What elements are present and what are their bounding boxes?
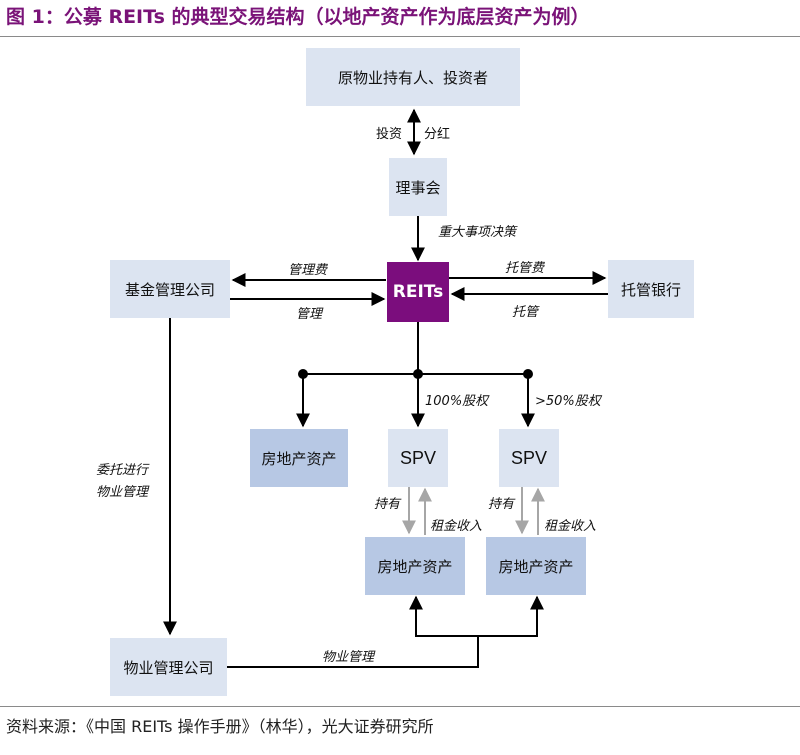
- major-decision-label: 重大事项决策: [438, 225, 517, 240]
- mgmt-fee-label: 管理费: [288, 263, 328, 278]
- source-note: 资料来源：《中国 REITs 操作手册》（林华），光大证券研究所: [6, 717, 434, 736]
- property-manager-box: 物业管理公司: [110, 638, 227, 696]
- invest-label: 投资: [376, 127, 403, 142]
- title-divider: [0, 36, 800, 37]
- investors-box: 原物业持有人、投资者: [306, 48, 520, 106]
- equity-100-label: 100%股权: [425, 394, 489, 409]
- rent-label-2: 租金收入: [544, 519, 597, 534]
- property-mgmt-line-2: [478, 595, 544, 637]
- footer-divider: [0, 706, 800, 707]
- reits-box: REITs: [387, 262, 449, 322]
- custody-label: 托管: [512, 305, 539, 320]
- hold-label-2: 持有: [488, 497, 515, 512]
- junction-dot-right: [523, 369, 533, 379]
- entrust-label-line1: 委托进行: [96, 463, 149, 478]
- junction-dot-left: [298, 369, 308, 379]
- rent-label-1: 租金收入: [430, 519, 483, 534]
- board-box: 理事会: [389, 158, 447, 216]
- figure-title: 图 1：公募 REITs 的典型交易结构（以地产资产作为底层资产为例）: [6, 6, 590, 28]
- connector-layer: [163, 108, 608, 668]
- custody-fee-label: 托管费: [505, 261, 545, 276]
- spv-box-1: SPV: [388, 429, 448, 487]
- fund-manager-box: 基金管理公司: [110, 260, 230, 318]
- dividend-label: 分红: [424, 127, 451, 142]
- real-estate-box-1: 房地产资产: [365, 537, 465, 595]
- entrust-label-line2: 物业管理: [96, 485, 149, 500]
- junction-dot-mid: [413, 369, 423, 379]
- real-estate-left-box: 房地产资产: [250, 429, 348, 487]
- spv-box-2: SPV: [499, 429, 559, 487]
- custodian-box: 托管银行: [608, 260, 694, 318]
- equity-50-label: >50%股权: [535, 394, 601, 409]
- management-label: 管理: [296, 307, 323, 322]
- hold-label-1: 持有: [374, 497, 401, 512]
- real-estate-box-2: 房地产资产: [486, 537, 586, 595]
- property-mgmt-label: 物业管理: [322, 650, 375, 665]
